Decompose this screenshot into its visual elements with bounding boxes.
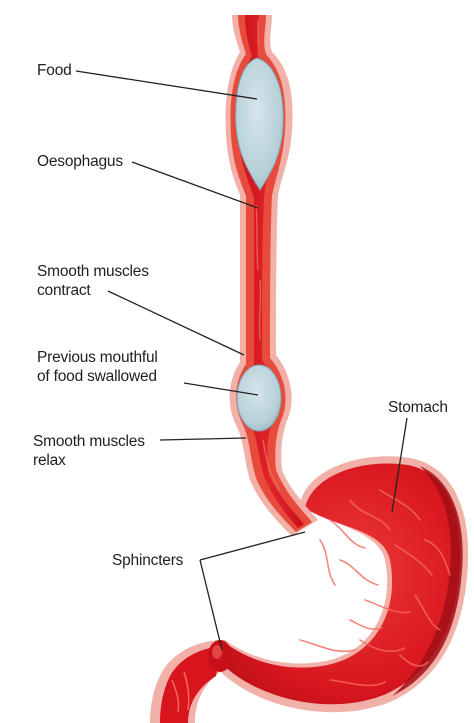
label-food: Food: [37, 62, 72, 79]
leader-line-previous: [183, 382, 259, 396]
label-oesophagus: Oesophagus: [37, 153, 123, 170]
rugae-texture: [299, 489, 451, 687]
tube-texture: [255, 20, 281, 491]
leader-lines: [75, 70, 408, 651]
leader-line-oesophagus: [131, 161, 259, 209]
leader-line-contract: [107, 290, 245, 356]
stomach: [205, 456, 469, 713]
leader-line-sphincter-lower: [199, 559, 223, 651]
duodenum: [150, 640, 232, 723]
bolus-previous-mouthful: [236, 364, 282, 432]
label-smooth-muscles-relax: Smooth muscles relax: [33, 433, 145, 469]
label-smooth-muscles-contract: Smooth muscles contract: [37, 263, 149, 299]
leader-line-food: [75, 70, 258, 100]
label-sphincters: Sphincters: [112, 552, 184, 569]
leader-line-sphincter-upper: [199, 531, 306, 561]
label-stomach: Stomach: [388, 399, 448, 416]
label-previous-mouthful: Previous mouthful of food swallowed: [37, 349, 158, 385]
leader-line-relax: [159, 437, 247, 441]
bolus-food: [235, 57, 284, 191]
leader-line-stomach: [391, 417, 408, 513]
